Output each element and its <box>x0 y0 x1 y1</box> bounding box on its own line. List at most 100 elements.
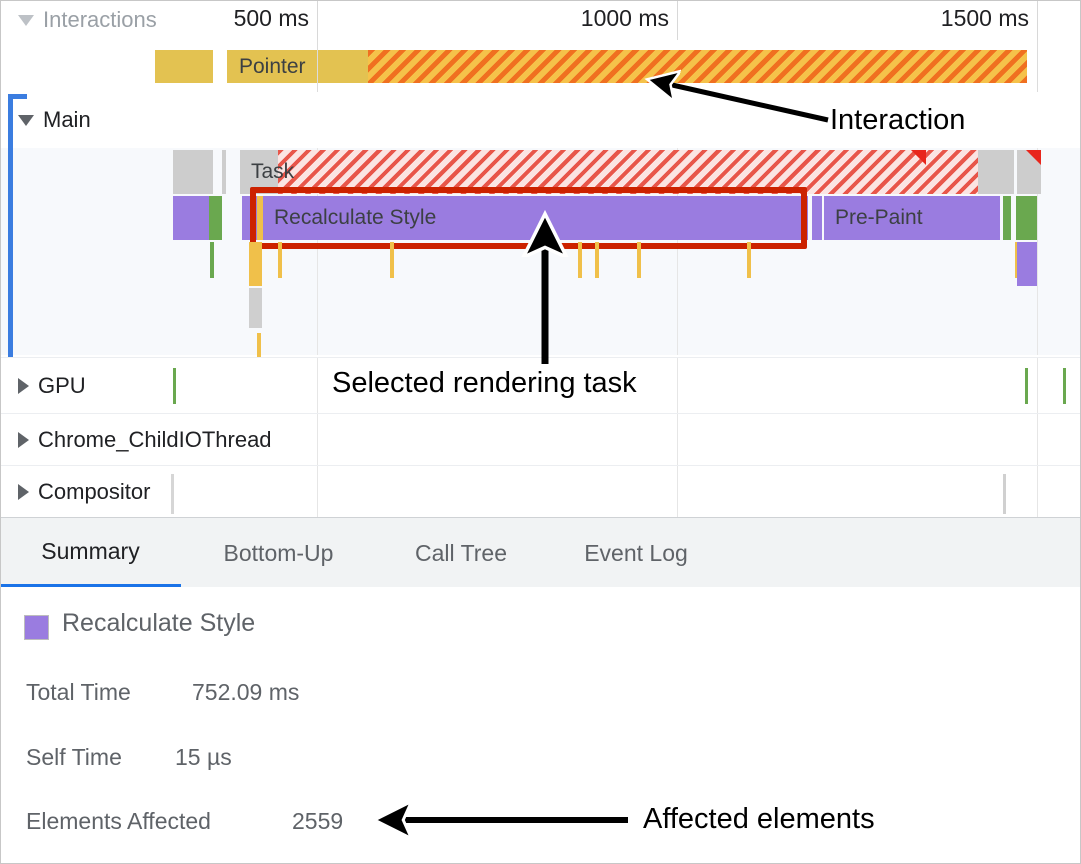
flame-bar[interactable] <box>1017 242 1037 286</box>
compositor-marker[interactable] <box>1003 474 1006 514</box>
track-title-gpu: GPU <box>38 373 86 398</box>
track-header-chrome-child-io-thread[interactable]: Chrome_ChildIOThread <box>0 414 1081 466</box>
track-header-main-inner[interactable]: Main <box>0 92 1081 148</box>
track-selection-bracket <box>8 94 27 366</box>
tab-summary[interactable]: Summary <box>0 518 181 588</box>
chevron-down-icon[interactable] <box>18 14 34 26</box>
flame-bar[interactable] <box>173 196 209 240</box>
flame-bar[interactable] <box>242 196 257 240</box>
flame-bar[interactable] <box>1017 150 1041 194</box>
annotation-selected-rendering-task: Selected rendering task <box>332 367 637 399</box>
track-interactions[interactable]: Interactions Pointer <box>0 7 1081 92</box>
grid-line <box>317 148 318 355</box>
ruler-tick-2 <box>677 0 678 40</box>
flame-bar[interactable] <box>578 242 582 278</box>
interaction-event-pointer[interactable]: Pointer <box>227 50 368 83</box>
flame-bar-pre-paint[interactable]: Pre-Paint <box>824 196 1000 240</box>
flame-bar[interactable] <box>390 242 394 278</box>
grid-line <box>677 414 678 466</box>
grid-line <box>1037 40 1038 92</box>
details-tabbar[interactable]: Summary Bottom-Up Call Tree Event Log <box>0 517 1081 589</box>
chevron-right-icon[interactable] <box>18 378 29 394</box>
grid-line <box>1037 466 1038 518</box>
ruler-tick-3 <box>1037 0 1038 40</box>
track-title-main: Main <box>43 107 91 132</box>
summary-value-total-time: 752.09 ms <box>192 679 300 705</box>
flame-bar-task-label: Task <box>251 160 295 183</box>
track-header-compositor[interactable]: Compositor <box>0 466 1081 518</box>
summary-key-self-time: Self Time <box>26 744 122 770</box>
flame-bar[interactable] <box>210 242 214 278</box>
chevron-down-icon[interactable] <box>18 114 34 126</box>
grid-line <box>1037 358 1038 414</box>
gpu-marker[interactable] <box>173 368 176 404</box>
tab-bottom-up[interactable]: Bottom-Up <box>223 539 334 566</box>
interaction-event-label: Pointer <box>239 55 306 78</box>
summary-event-name: Recalculate Style <box>62 609 256 637</box>
ruler-label-1000ms: 1000 ms <box>580 5 669 31</box>
flame-bar[interactable] <box>278 242 282 278</box>
flame-bar[interactable] <box>257 196 263 240</box>
track-title-compositor: Compositor <box>38 479 151 504</box>
flame-bar[interactable] <box>1016 196 1037 240</box>
ruler-label-1500ms: 1500 ms <box>940 5 1029 31</box>
flame-bar[interactable] <box>209 196 222 240</box>
grid-line <box>1037 414 1038 466</box>
summary-key-total-time: Total Time <box>26 679 131 705</box>
track-header-interactions[interactable]: Interactions <box>0 0 157 40</box>
gpu-marker[interactable] <box>1063 368 1066 404</box>
grid-line <box>317 466 318 518</box>
flame-bar[interactable] <box>173 150 213 194</box>
interaction-event-delay-hatched[interactable] <box>368 50 1027 83</box>
flame-bar[interactable] <box>222 150 226 194</box>
grid-line <box>317 414 318 466</box>
flame-bar[interactable] <box>595 242 599 278</box>
chevron-right-icon[interactable] <box>18 484 29 500</box>
flame-bar[interactable] <box>257 333 261 371</box>
grid-line <box>317 40 318 92</box>
track-title-chrome-child-io-thread: Chrome_ChildIOThread <box>38 427 272 452</box>
flame-bar-recalculate-style-label: Recalculate Style <box>274 206 437 229</box>
flame-bar[interactable] <box>249 242 262 286</box>
grid-line <box>1037 148 1038 355</box>
flame-chart-main[interactable]: Task Recalculate Style Pre-Paint <box>0 148 1081 371</box>
ruler-label-500ms: 500 ms <box>233 5 309 31</box>
warning-triangle-icon <box>911 150 926 165</box>
track-compositor[interactable]: Compositor <box>0 465 1081 518</box>
flame-bar[interactable] <box>747 242 751 278</box>
event-color-swatch <box>24 615 49 640</box>
flame-bar-recalculate-style[interactable]: Recalculate Style <box>263 196 808 240</box>
interaction-event-block[interactable] <box>155 50 213 83</box>
track-header-gpu[interactable]: GPU <box>0 358 1081 414</box>
track-header-main[interactable]: Main <box>0 92 1081 148</box>
summary-value-self-time: 15 µs <box>175 744 232 770</box>
grid-line <box>677 466 678 518</box>
summary-value-elements-affected: 2559 <box>292 808 344 834</box>
gpu-marker[interactable] <box>1025 368 1028 404</box>
track-title-interactions: Interactions <box>43 7 157 32</box>
track-chrome-child-io-thread[interactable]: Chrome_ChildIOThread <box>0 413 1081 466</box>
flame-bar[interactable] <box>637 242 641 278</box>
grid-line <box>677 148 678 355</box>
tab-event-log[interactable]: Event Log <box>584 539 688 566</box>
annotation-interaction: Interaction <box>830 104 966 136</box>
chevron-right-icon[interactable] <box>18 432 29 448</box>
compositor-marker[interactable] <box>171 474 174 514</box>
summary-key-elements-affected: Elements Affected <box>26 808 211 834</box>
track-gpu[interactable]: GPU <box>0 357 1081 414</box>
annotation-affected-elements: Affected elements <box>643 803 875 835</box>
grid-line <box>317 358 318 414</box>
flame-bar[interactable] <box>249 288 262 328</box>
tab-call-tree[interactable]: Call Tree <box>414 539 508 566</box>
ruler-tick-1 <box>317 0 318 40</box>
flame-bar[interactable] <box>812 196 822 240</box>
warning-triangle-icon <box>1026 150 1041 165</box>
grid-line <box>677 358 678 414</box>
flame-bar-task[interactable] <box>240 150 278 194</box>
summary-panel: Recalculate Style Total Time 752.09 ms S… <box>0 587 1081 864</box>
flame-bar-long-task[interactable] <box>278 150 993 194</box>
flame-bar-pre-paint-label: Pre-Paint <box>835 206 923 229</box>
flame-bar[interactable] <box>1003 196 1011 240</box>
flame-bar[interactable] <box>978 150 1014 194</box>
timeline-ruler[interactable]: 500 ms 1000 ms 1500 ms <box>0 0 1081 40</box>
